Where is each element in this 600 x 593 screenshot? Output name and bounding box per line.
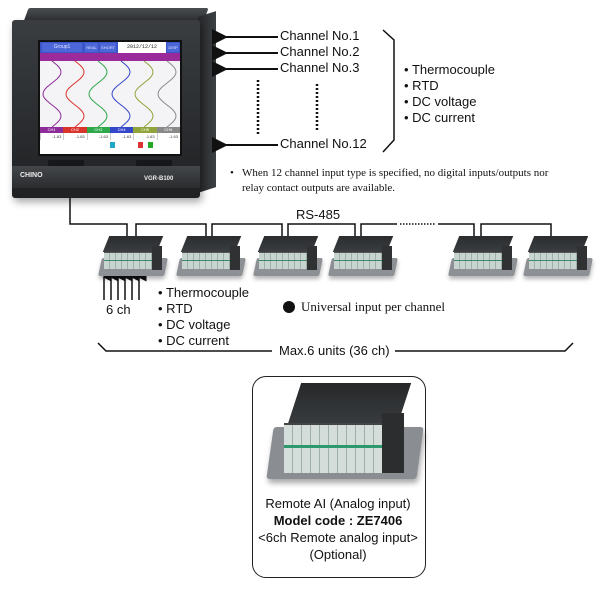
universal-input-note: Universal input per channel [301, 299, 446, 314]
input-type-item: • Thermocouple [404, 62, 496, 77]
channel-label: Channel No.2 [280, 44, 360, 59]
units-bracket-right [395, 342, 574, 352]
input-type-item: • DC voltage [404, 94, 477, 109]
screen-channel-value: -1.63 [109, 133, 133, 140]
module-input-types: • Thermocouple • RTD • DC voltage • DC c… [158, 285, 249, 349]
recorder-key-slot [136, 160, 172, 167]
screen-trend-waves [42, 61, 177, 127]
status-icon [148, 142, 153, 148]
optional-unit-box [252, 376, 426, 578]
screen-real-button: REAL [85, 43, 98, 52]
screen-short-button: SHORT [100, 43, 116, 52]
remote-module [448, 232, 518, 278]
universal-bullet-icon [283, 301, 295, 313]
units-bracket-left [97, 342, 272, 352]
optional-unit-model-code: Model code : ZE7406 [273, 513, 403, 528]
screen-trend-line [65, 61, 85, 127]
screen-channel-tag: CH2 [63, 127, 87, 133]
screen-channel-tag: CH4 [109, 127, 134, 133]
screen-trend-line [157, 61, 177, 127]
input-type-item: • DC current [404, 110, 476, 125]
max-units-label: Max.6 units (36 ch) [279, 343, 390, 358]
channel-label: Channel No.12 [280, 136, 367, 151]
channel-label: Channel No.3 [280, 60, 360, 75]
input-type-item: • RTD [404, 78, 439, 93]
recorder-model: VGR-B100 [144, 176, 174, 182]
remote-module [176, 232, 246, 278]
input-type-item: • Thermocouple [158, 285, 250, 300]
input-type-item: • RTD [158, 301, 193, 316]
rs485-line [135, 223, 207, 238]
rs485-label: RS-485 [296, 207, 341, 222]
remote-module [328, 232, 398, 278]
screen-channel-value: -1.63 [156, 133, 180, 140]
status-icon [110, 142, 115, 148]
remote-ai-module-image [266, 383, 424, 488]
screen-group-label: Group1 [42, 43, 82, 52]
status-icon [138, 142, 143, 148]
screen-channel-value: -1.63 [86, 133, 110, 140]
screen-trend-line [88, 61, 108, 127]
optional-unit-description: <6ch Remote analog input> [258, 530, 418, 545]
recorder-bezel-bottom [12, 166, 200, 188]
recorder-logo: CHINO [20, 172, 43, 179]
screen-channel-value: -1.63 [40, 133, 63, 140]
optional-unit-optional-label: (Optional) [309, 547, 367, 562]
screen-status-bar [40, 140, 180, 154]
recorder-device: Group1 REAL SHORT 2012/12/12 14:16:12 DI… [12, 8, 216, 198]
channel-label: Channel No.1 [280, 28, 360, 43]
remote-module [98, 232, 168, 278]
input-type-item: • DC current [158, 333, 230, 348]
screen-channel-value: -1.63 [133, 133, 156, 140]
optional-unit-name: Remote AI (Analog input) [265, 496, 411, 511]
screen-disp-button: DISP [167, 43, 179, 52]
rs485-line [360, 223, 397, 238]
screen-trend-line [42, 61, 62, 127]
screen-trend-line [134, 61, 154, 127]
channel-note: • When 12 channel input type is specifie… [230, 166, 560, 196]
channel-input-types: • Thermocouple • RTD • DC voltage • DC c… [404, 62, 495, 126]
rs485-line [480, 223, 552, 238]
screen-scale-bar [40, 53, 180, 61]
screen-channel-tag: CH6 [156, 127, 180, 133]
screen-value-row: -1.63-1.63-1.63-1.63-1.63-1.63 [40, 133, 180, 140]
remote-module [523, 232, 593, 278]
remote-module [253, 232, 323, 278]
rs485-line [211, 223, 283, 238]
screen-header: Group1 REAL SHORT 2012/12/12 14:16:12 DI… [40, 42, 180, 61]
rs485-line [287, 223, 356, 238]
channel-brace [382, 29, 395, 153]
screen-trend-line [111, 61, 131, 127]
rs485-line [438, 223, 475, 238]
screen-channel-tag: CH5 [133, 127, 157, 133]
screen-channel-tag: CH3 [86, 127, 110, 133]
rs485-line [69, 198, 128, 238]
input-arrows [102, 272, 147, 300]
input-type-item: • DC voltage [158, 317, 231, 332]
recorder-screen: Group1 REAL SHORT 2012/12/12 14:16:12 DI… [38, 40, 182, 156]
channel-note-text: When 12 channel input type is specified,… [242, 167, 549, 194]
recorder-key-slot [48, 160, 84, 167]
screen-channel-tag: CH1 [40, 127, 64, 133]
screen-channel-value: -1.63 [63, 133, 86, 140]
channel-count-label: 6 ch [106, 302, 131, 317]
